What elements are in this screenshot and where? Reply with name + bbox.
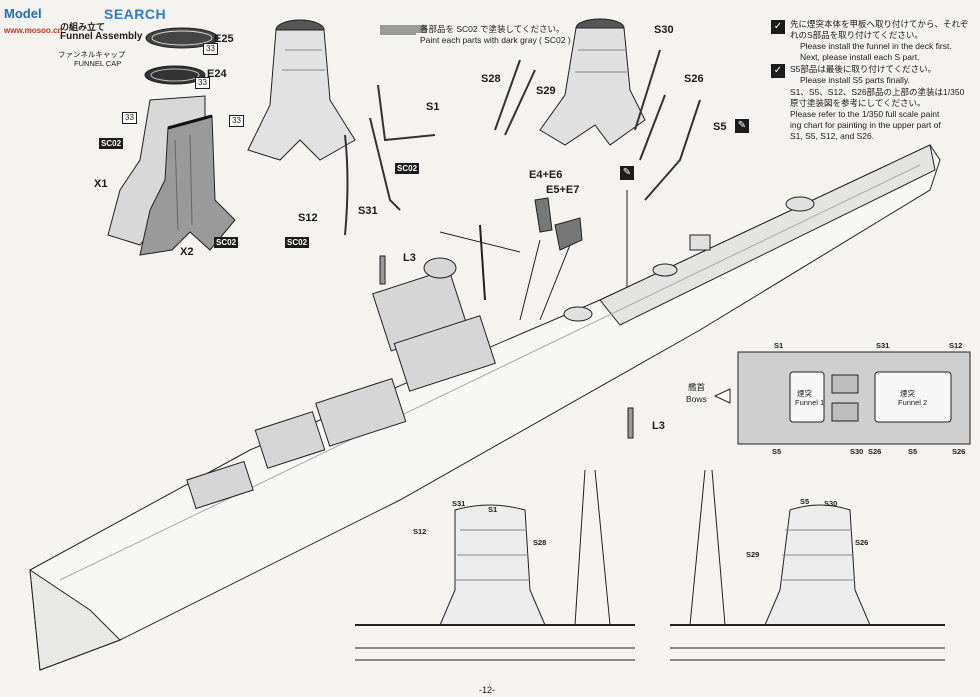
inset-label: S26 <box>868 447 882 456</box>
brush-icon: ✎ <box>620 166 634 180</box>
caution-icon: ✓ <box>771 64 785 78</box>
brush-icon: ✎ <box>735 119 749 133</box>
elevation-label: S5 <box>800 497 810 506</box>
part-l3-lower <box>627 407 634 439</box>
part-label-e4e6: E4+E6 <box>529 169 563 181</box>
instruction-2-en: Please install S5 parts finally. <box>800 75 910 85</box>
instruction-3-en1: Please refer to the 1/350 full scale pai… <box>790 109 940 119</box>
inset-label: S5 <box>772 447 782 456</box>
funnel1-label-jp: 煙突 <box>797 389 812 398</box>
page-number: -12- <box>479 685 496 695</box>
paint-note-jp: 各部品を SC02 で塗装してください。 <box>420 24 565 34</box>
part-label-x2: X2 <box>180 246 194 258</box>
funnel-cap-en: FUNNEL CAP <box>74 59 122 68</box>
instruction-3-en2: ing chart for painting in the upper part… <box>790 120 941 130</box>
funnel-front-exploded <box>539 18 646 146</box>
part-label-x1: X1 <box>94 178 108 190</box>
instruction-1-jp: 先に煙突本体を甲板へ取り付けてから、それぞれのS部品を取り付けてください。 <box>790 19 969 40</box>
watermark-site: SEARCH <box>104 6 167 22</box>
paint-code-tag: SC02 <box>99 138 124 149</box>
paint-number-tag: 33 <box>195 77 210 89</box>
searchlight-platforms <box>534 197 583 251</box>
part-label-s28: S28 <box>481 73 501 85</box>
ship-hull <box>29 144 941 671</box>
instruction-1-en2: Next, please install each S part. <box>800 52 920 62</box>
part-label-e24: E24 <box>207 68 227 80</box>
instruction-3-jp: S1、S5、S12、S26部品の上部の塗装は1/350原寸塗装図を参考にしてくだ… <box>790 87 965 108</box>
section-title-en: Funnel Assembly <box>60 31 143 42</box>
part-label-s5: S5 <box>713 121 727 133</box>
part-label-s29: S29 <box>536 85 556 97</box>
instruction-1-en1: Please install the funnel in the deck fi… <box>800 41 952 51</box>
funnel1-label-en: Funnel 1 <box>795 398 825 407</box>
section-title-jp: の組み立て <box>60 22 106 32</box>
funnel-cap-jp: ファンネルキャップ <box>58 50 126 59</box>
funnel2-label-jp: 煙突 <box>900 389 915 398</box>
paint-code-tag: SC02 <box>395 163 420 174</box>
funnel-rods <box>344 84 436 236</box>
elevation-label: S28 <box>533 538 547 547</box>
funnel-front-rods <box>494 49 701 201</box>
caution-icon: ✓ <box>771 20 785 34</box>
deck-fittings <box>563 196 815 322</box>
instruction-2-jp: S5部品は最後に取り付けてください。 <box>790 64 937 74</box>
inset-label: S26 <box>952 447 966 456</box>
inset-label: S12 <box>949 341 963 350</box>
part-label-e5e7: E5+E7 <box>546 184 580 196</box>
part-label-s1: S1 <box>426 101 440 113</box>
elevation-label: S26 <box>855 538 869 547</box>
part-l3-upper <box>379 255 386 285</box>
paint-note-en: Paint each parts with dark gray ( SC02 ) <box>420 35 571 45</box>
elevation-label: S29 <box>746 550 760 559</box>
inset-label: S30 <box>850 447 864 456</box>
paint-swatch <box>413 25 427 33</box>
elevation-left <box>355 469 635 661</box>
instruction-3-en3: S1, S5, S12, and S26. <box>790 131 875 141</box>
part-label-s30: S30 <box>654 24 674 36</box>
inset-label: S1 <box>774 341 784 350</box>
inset-label: S5 <box>908 447 918 456</box>
elevation-label: S12 <box>413 527 427 536</box>
part-label-l3-lower: L3 <box>652 420 665 432</box>
funnel2-label-en: Funnel 2 <box>898 398 928 407</box>
funnel-rear-exploded <box>247 19 356 161</box>
funnel-cap-part <box>144 27 219 85</box>
paint-code-tag: SC02 <box>285 237 310 248</box>
ship-superstructure <box>186 224 521 510</box>
inset-label: S31 <box>876 341 890 350</box>
deck-inset <box>713 351 971 445</box>
elevation-label: S30 <box>824 499 838 508</box>
paint-code-tag: SC02 <box>214 237 239 248</box>
paint-number-tag: 33 <box>229 115 244 127</box>
part-label-l3-upper: L3 <box>403 252 416 264</box>
part-label-s12: S12 <box>298 212 318 224</box>
elevation-right <box>670 469 945 661</box>
funnel-x1-x2 <box>107 95 236 256</box>
paint-number-tag: 33 <box>122 112 137 124</box>
bows-label-jp: 艦首 <box>688 382 706 392</box>
part-label-e25: E25 <box>214 33 234 45</box>
part-label-s26: S26 <box>684 73 704 85</box>
part-label-s31: S31 <box>358 205 378 217</box>
elevation-label: S1 <box>488 505 498 514</box>
watermark-url: www.mosoo.cn <box>4 26 63 35</box>
paint-swatch-large <box>380 25 416 35</box>
bows-label-en: Bows <box>686 394 707 404</box>
watermark-logo: Model <box>4 6 42 21</box>
elevation-label: S31 <box>452 499 466 508</box>
paint-number-tag: 33 <box>203 43 218 55</box>
